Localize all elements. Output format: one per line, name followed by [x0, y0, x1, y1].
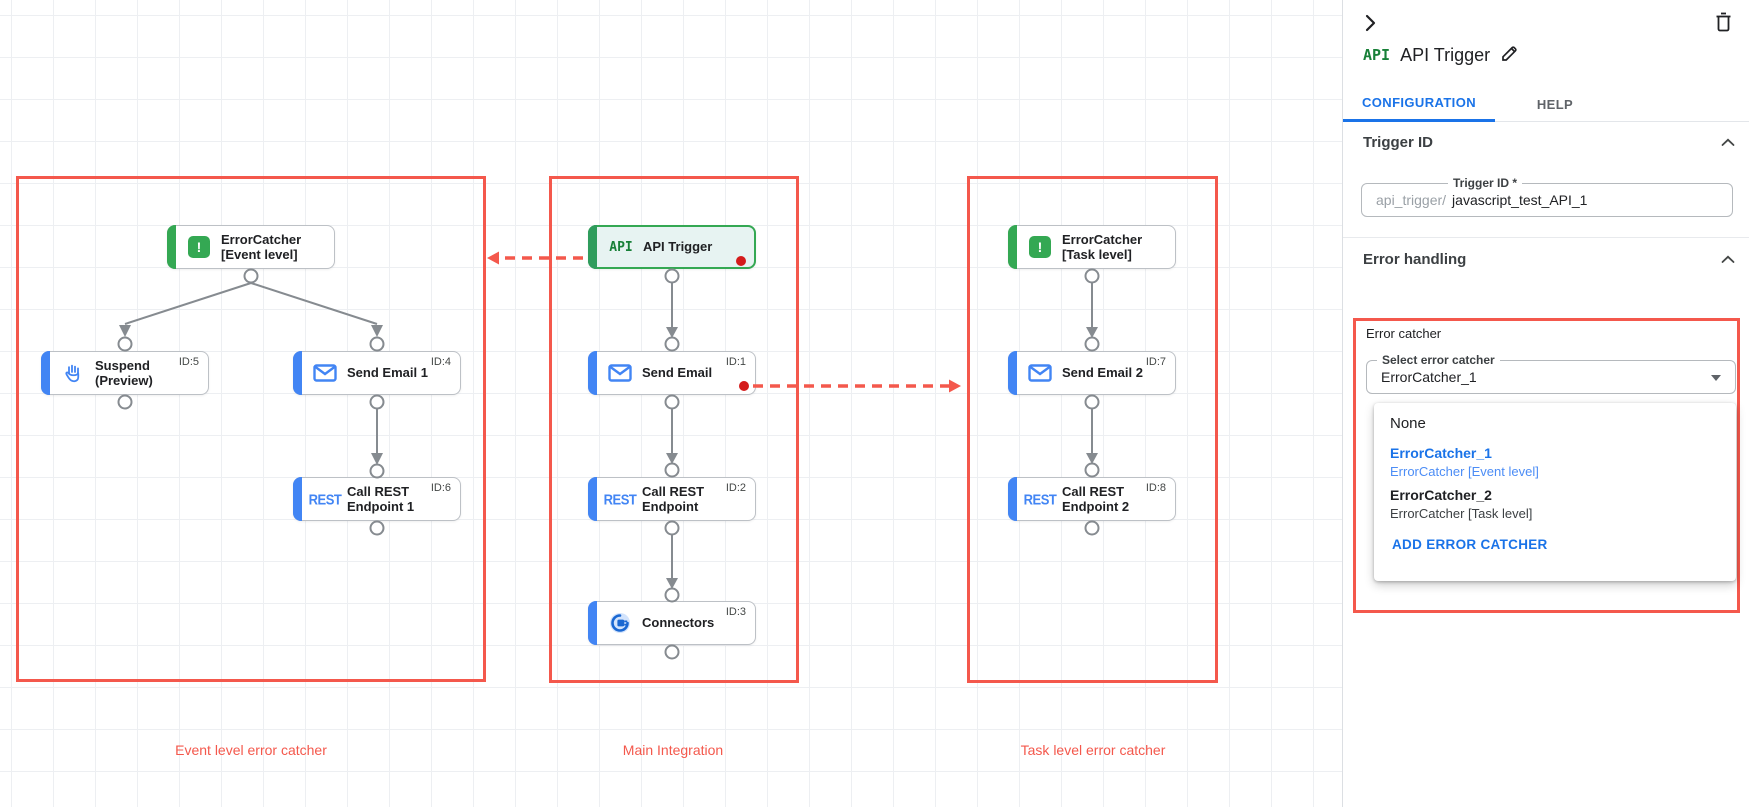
- error-handling-heading: Error handling: [1363, 251, 1467, 268]
- event-level-annotation-box: [16, 176, 486, 682]
- node-connectors[interactable]: Connectors ID:3: [588, 601, 756, 645]
- node-accent-bar: [588, 601, 597, 645]
- error-catcher-annotation-box: Error catcher Select error catcher Error…: [1353, 318, 1740, 613]
- node-send-email-2[interactable]: Send Email 2 ID:7: [1008, 351, 1176, 395]
- node-accent-bar: [1008, 477, 1017, 521]
- option-none[interactable]: None: [1390, 415, 1426, 432]
- tab-help[interactable]: HELP: [1495, 86, 1615, 122]
- event-level-annotation-label: Event level error catcher: [175, 742, 327, 758]
- select-error-catcher-value: ErrorCatcher_1: [1381, 369, 1477, 385]
- task-level-annotation-box: [967, 176, 1218, 683]
- trigger-id-heading: Trigger ID: [1363, 134, 1434, 151]
- api-wordmark-icon: API: [609, 239, 633, 255]
- node-accent-bar: [588, 351, 597, 395]
- main-integration-annotation-label: Main Integration: [622, 742, 724, 758]
- option-errorcatcher-2[interactable]: ErrorCatcher_2 ErrorCatcher [Task level]: [1390, 487, 1533, 521]
- error-catcher-dropdown: None ErrorCatcher_1 ErrorCatcher [Event …: [1374, 403, 1736, 581]
- main-integration-annotation-box: [549, 176, 799, 683]
- node-send-email[interactable]: Send Email ID:1: [588, 351, 756, 395]
- dropdown-caret-icon[interactable]: [1711, 375, 1721, 381]
- connector-plug-icon: [598, 611, 642, 635]
- node-accent-bar: [167, 225, 176, 269]
- edit-label-button[interactable]: [1500, 44, 1519, 66]
- node-api-trigger[interactable]: API API Trigger: [588, 225, 756, 269]
- error-catcher-select[interactable]: Select error catcher ErrorCatcher_1: [1366, 353, 1736, 394]
- error-catcher-label: Error catcher: [1366, 326, 1442, 341]
- trigger-id-section-header[interactable]: Trigger ID: [1363, 134, 1735, 151]
- panel-tabs: CONFIGURATION HELP: [1343, 86, 1749, 122]
- node-call-rest-endpoint-1[interactable]: REST Call REST Endpoint 1 ID:6: [293, 477, 461, 521]
- node-suspend-preview[interactable]: Suspend (Preview) ID:5: [41, 351, 209, 395]
- collapse-panel-button[interactable]: [1359, 12, 1381, 37]
- node-accent-bar: [588, 225, 597, 269]
- section-divider: [1343, 237, 1749, 238]
- config-panel: API API Trigger CONFIGURATION HELP Trigg…: [1342, 0, 1749, 807]
- tab-configuration[interactable]: CONFIGURATION: [1343, 86, 1495, 122]
- node-call-rest-endpoint[interactable]: REST Call REST Endpoint ID:2: [588, 477, 756, 521]
- task-level-annotation-label: Task level error catcher: [1020, 742, 1166, 758]
- envelope-icon: [303, 364, 347, 382]
- select-error-catcher-label: Select error catcher: [1377, 353, 1500, 367]
- panel-title: API Trigger: [1400, 44, 1491, 65]
- add-error-catcher-button[interactable]: ADD ERROR CATCHER: [1392, 537, 1548, 552]
- trigger-id-prefix: api_trigger/: [1376, 192, 1447, 208]
- delete-trigger-button[interactable]: [1714, 11, 1733, 35]
- trigger-id-value[interactable]: javascript_test_API_1: [1452, 192, 1588, 208]
- node-accent-bar: [1008, 351, 1017, 395]
- chevron-up-icon[interactable]: [1721, 138, 1735, 147]
- chevron-up-icon[interactable]: [1721, 255, 1735, 264]
- exclamation-badge-icon: !: [177, 236, 221, 258]
- node-accent-bar: [293, 351, 302, 395]
- error-handling-section-header[interactable]: Error handling: [1363, 251, 1735, 268]
- node-send-email-1[interactable]: Send Email 1 ID:4: [293, 351, 461, 395]
- envelope-icon: [1018, 364, 1062, 382]
- node-accent-bar: [41, 351, 50, 395]
- api-trigger-icon: API: [1363, 46, 1391, 64]
- exclamation-badge-icon: !: [1018, 236, 1062, 258]
- trigger-id-field-label: Trigger ID *: [1448, 176, 1523, 190]
- node-errorcatcher-task-level[interactable]: ! ErrorCatcher [Task level]: [1008, 225, 1176, 269]
- node-call-rest-endpoint-2[interactable]: REST Call REST Endpoint 2 ID:8: [1008, 477, 1176, 521]
- node-accent-bar: [1008, 225, 1017, 269]
- trigger-id-field[interactable]: Trigger ID * api_trigger/ javascript_tes…: [1361, 176, 1733, 217]
- rest-wordmark-icon: REST: [308, 490, 342, 508]
- rest-wordmark-icon: REST: [603, 490, 637, 508]
- node-accent-bar: [588, 477, 597, 521]
- node-accent-bar: [293, 477, 302, 521]
- envelope-icon: [598, 364, 642, 382]
- node-errorcatcher-event-level[interactable]: ! ErrorCatcher [Event level]: [167, 225, 335, 269]
- hand-icon: [51, 362, 95, 384]
- integration-canvas[interactable]: Event level error catcher Main Integrati…: [0, 0, 1342, 807]
- option-errorcatcher-1[interactable]: ErrorCatcher_1 ErrorCatcher [Event level…: [1390, 445, 1539, 479]
- rest-wordmark-icon: REST: [1023, 490, 1057, 508]
